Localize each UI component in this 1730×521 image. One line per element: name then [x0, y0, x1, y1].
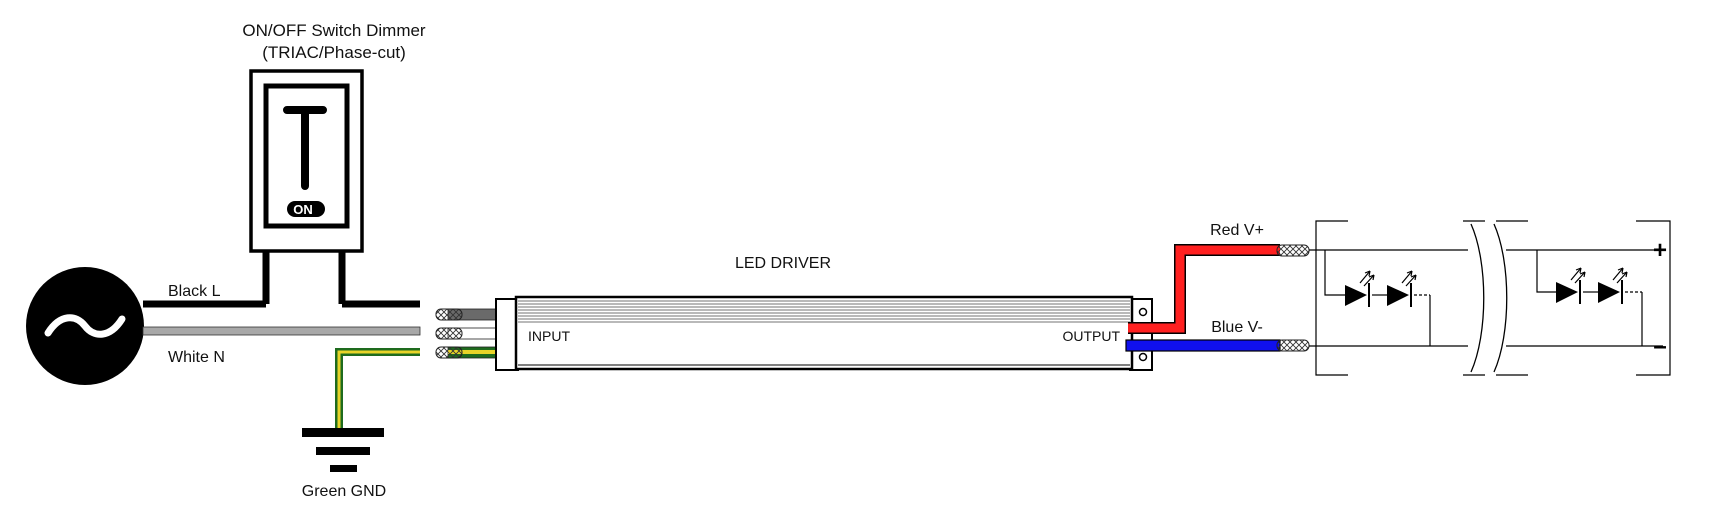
neutral-wire-white [142, 326, 421, 336]
line-label: Black L [168, 283, 221, 300]
ac-sine-icon [44, 314, 126, 338]
dimmer-toggle-lever [283, 106, 327, 190]
strip-left-bracket [1315, 220, 1348, 376]
red-wire-strip [1276, 244, 1310, 257]
driver-title: LED DRIVER [735, 255, 831, 272]
driver-heatsink-fins [518, 300, 1130, 323]
driver-input-leads [435, 308, 519, 359]
red-wire-positive [1128, 245, 1280, 333]
driver-output-label: OUTPUT [1062, 328, 1120, 344]
strip-right-bracket [1636, 220, 1671, 376]
dimmer-title-line2: (TRIAC/Phase-cut) [262, 43, 406, 62]
ground-wire-green [335, 348, 420, 430]
dimmer-on-label: ON [293, 202, 313, 217]
ground-symbol-icon [302, 428, 384, 472]
strip-break-left [1470, 223, 1485, 373]
strip-mid-edge-right [1496, 220, 1528, 376]
led-diode-icon [1598, 267, 1628, 304]
endcap-screw-bottom [1138, 352, 1148, 362]
led-strip [1309, 220, 1671, 376]
input-lead-ground-stripe [448, 350, 518, 354]
neutral-label: White N [168, 349, 225, 366]
dimmer-legs [262, 251, 346, 304]
driver-endcap-left [495, 298, 519, 371]
led-driver: LED DRIVER INPUT OU [435, 255, 1153, 371]
blue-wire-label: Blue V- [1211, 319, 1263, 336]
input-strip-ground [435, 346, 463, 359]
dimmer-switch: ON/OFF Switch Dimmer (TRIAC/Phase-cut) O… [242, 21, 426, 304]
ground-label: Green GND [302, 483, 386, 500]
minus-symbol: – [1653, 333, 1666, 360]
output-wires: Red V+ Blue V- [1125, 222, 1310, 352]
led-diode-icon [1556, 267, 1586, 304]
strip-break-right [1493, 223, 1508, 373]
input-strip-line [435, 308, 463, 321]
led-segment-2 [1536, 250, 1643, 346]
led-diode-icon [1345, 270, 1375, 307]
blue-wire-strip [1276, 339, 1310, 352]
ac-source [26, 267, 144, 385]
red-wire-label: Red V+ [1210, 222, 1264, 239]
blue-wire-negative [1125, 339, 1281, 352]
endcap-screw-top [1138, 307, 1148, 317]
mains-wires: Black L White N Green GND [142, 283, 421, 500]
dimmer-title-line1: ON/OFF Switch Dimmer [242, 21, 426, 40]
dimmer-on-badge: ON [287, 201, 325, 217]
plus-symbol: + [1653, 237, 1667, 264]
led-diode-icon [1387, 270, 1417, 307]
led-segment-1 [1324, 250, 1431, 346]
strip-mid-edge-left [1463, 220, 1485, 376]
driver-body [514, 295, 1134, 371]
driver-input-label: INPUT [528, 328, 570, 344]
input-strip-neutral [435, 327, 463, 340]
ground-wire-yellow-stripe [337, 350, 420, 430]
